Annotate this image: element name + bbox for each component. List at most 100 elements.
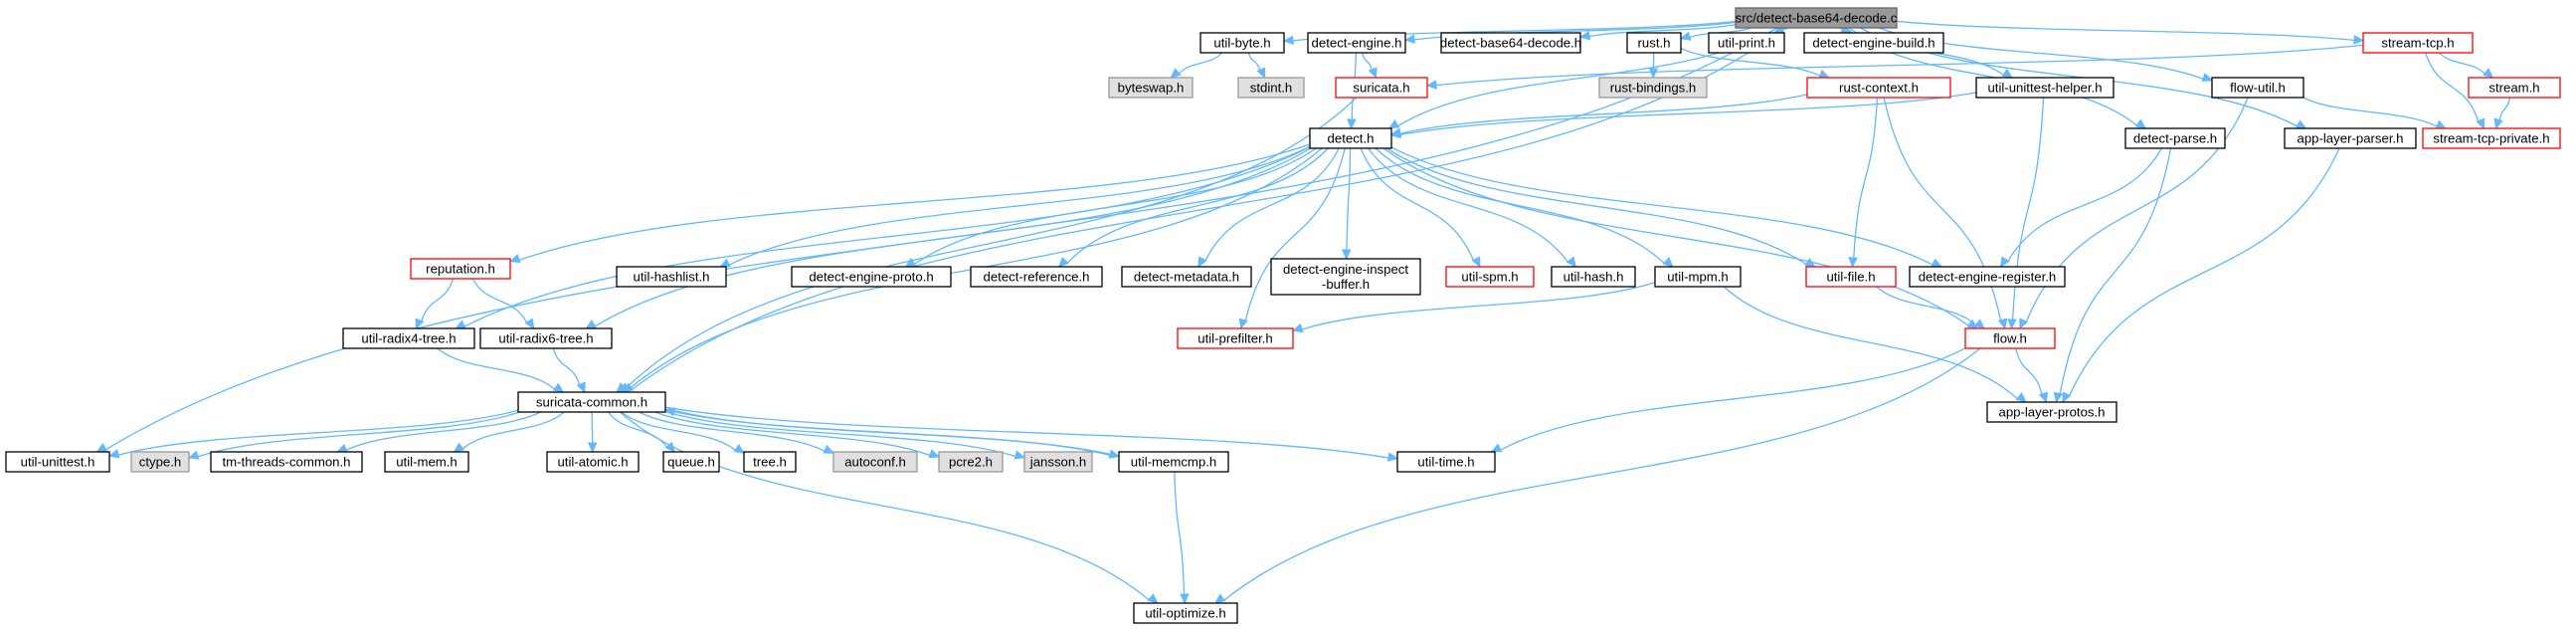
- node-box: [210, 451, 363, 473]
- node-ctype[interactable]: ctype.h: [130, 451, 190, 473]
- node-suricata[interactable]: suricata.h: [1335, 77, 1428, 99]
- edge-arrowhead: [1256, 67, 1266, 80]
- node-detect-engine-inspect-buffer[interactable]: detect-engine-inspect-buffer.h: [1270, 258, 1421, 296]
- node-detect-parse[interactable]: detect-parse.h: [2124, 127, 2226, 149]
- node-util-hashlist[interactable]: util-hashlist.h: [616, 266, 727, 288]
- edge-line: [518, 143, 1311, 262]
- node-box: [546, 451, 640, 473]
- node-detect-b64[interactable]: detect-base64-decode.h: [1440, 32, 1581, 54]
- edge-arrowhead: [2476, 117, 2485, 130]
- node-queue[interactable]: queue.h: [662, 451, 720, 473]
- node-util-optimize[interactable]: util-optimize.h: [1133, 602, 1238, 624]
- edge-reputation-to-util_radix6: [471, 278, 535, 330]
- node-box: [2422, 127, 2561, 149]
- node-label: autoconf.h: [844, 455, 906, 470]
- node-util-time[interactable]: util-time.h: [1396, 451, 1496, 473]
- edge-arrowhead: [2001, 68, 2014, 79]
- node-util-byte[interactable]: util-byte.h: [1199, 32, 1285, 54]
- edge-line: [1361, 52, 1373, 71]
- nodes-layer: src/detect-base64-decode.c util-byte.h det…: [5, 7, 2561, 624]
- edge-arrowhead: [1818, 69, 1830, 79]
- node-label: detect-metadata.h: [1134, 270, 1239, 285]
- node-pcre2[interactable]: pcre2.h: [938, 451, 1004, 473]
- edge-arrowhead: [107, 449, 120, 459]
- node-label: util-hashlist.h: [634, 270, 710, 285]
- edge-line: [1896, 20, 2355, 42]
- node-util-radix4[interactable]: util-radix4-tree.h: [342, 327, 475, 349]
- node-app-layer-protos[interactable]: app-layer-protos.h: [1986, 401, 2117, 423]
- node-box: [2284, 127, 2417, 149]
- edge-detect_parse-to-detect_engine_register: [1999, 147, 2162, 269]
- edge-util_mpm-to-app_layer_protos: [1723, 286, 2027, 403]
- node-util-memcmp[interactable]: util-memcmp.h: [1118, 451, 1229, 473]
- node-util-atomic[interactable]: util-atomic.h: [546, 451, 640, 473]
- edge-arrowhead: [1389, 128, 1402, 139]
- node-label: tm-threads-common.h: [223, 455, 351, 470]
- edge-line: [1066, 147, 1329, 264]
- node-util-unittest-helper[interactable]: util-unittest-helper.h: [1975, 77, 2115, 99]
- node-box: [1335, 77, 1428, 99]
- edge-detect-to-detect_engine_inspect_buffer: [1342, 147, 1352, 261]
- node-tm-threads-common[interactable]: tm-threads-common.h: [210, 451, 363, 473]
- node-box: [2124, 127, 2226, 149]
- node-stream[interactable]: stream.h: [2468, 77, 2561, 99]
- node-util-print[interactable]: util-print.h: [1708, 32, 1785, 54]
- node-util-hash[interactable]: util-hash.h: [1551, 266, 1636, 288]
- edge-util_radix6-to-suricata_common: [552, 347, 586, 394]
- node-flow-util[interactable]: flow-util.h: [2211, 77, 2304, 99]
- edge-arrowhead: [663, 407, 676, 417]
- node-flow[interactable]: flow.h: [1964, 327, 2056, 349]
- node-stream-tcp-private[interactable]: stream-tcp-private.h: [2422, 127, 2561, 149]
- node-app-layer-parser[interactable]: app-layer-parser.h: [2284, 127, 2417, 149]
- edge-arrowhead: [187, 450, 200, 460]
- node-tree[interactable]: tree.h: [743, 451, 797, 473]
- edge-util_byte-to-byteswap: [1170, 52, 1223, 79]
- edge-arrowhead: [928, 449, 941, 459]
- node-stream-tcp[interactable]: stream-tcp.h: [2362, 32, 2474, 54]
- edge-line: [728, 145, 1311, 266]
- edge-detect-to-util_radix6: [585, 147, 1312, 329]
- node-box: [1909, 266, 2066, 288]
- edge-suricata_common-to-queue: [608, 411, 676, 453]
- edge-suricata_common-to-util_optimize: [619, 411, 1159, 604]
- node-detect-metadata[interactable]: detect-metadata.h: [1121, 266, 1252, 288]
- edge-line: [1301, 282, 1656, 330]
- node-util-spm[interactable]: util-spm.h: [1445, 266, 1535, 288]
- edge-line: [621, 411, 736, 451]
- node-box: [1307, 32, 1406, 54]
- edge-line: [1500, 347, 1966, 451]
- node-util-mpm[interactable]: util-mpm.h: [1654, 266, 1742, 288]
- edge-line: [1244, 147, 1346, 321]
- node-util-unittest[interactable]: util-unittest.h: [5, 451, 110, 473]
- node-box: [1118, 451, 1229, 473]
- node-reputation[interactable]: reputation.h: [410, 258, 511, 280]
- node-root[interactable]: src/detect-base64-decode.c: [1735, 7, 1898, 29]
- node-detect-engine-register[interactable]: detect-engine-register.h: [1909, 266, 2066, 288]
- node-stdint[interactable]: stdint.h: [1237, 77, 1305, 99]
- node-rust[interactable]: rust.h: [1626, 32, 1682, 54]
- edge-detect-to-reputation: [508, 143, 1311, 264]
- node-suricata-common[interactable]: suricata-common.h: [517, 391, 666, 413]
- node-label: util-optimize.h: [1145, 606, 1225, 621]
- node-label: rust.h: [1638, 36, 1671, 51]
- node-detect-engine-build[interactable]: detect-engine-build.h: [1803, 32, 1944, 54]
- node-util-radix6[interactable]: util-radix6-tree.h: [479, 327, 613, 349]
- node-detect-reference[interactable]: detect-reference.h: [970, 266, 1103, 288]
- node-util-file[interactable]: util-file.h: [1805, 266, 1897, 288]
- node-autoconf[interactable]: autoconf.h: [832, 451, 918, 473]
- node-label: detect-parse.h: [2133, 131, 2217, 146]
- node-util-mem[interactable]: util-mem.h: [384, 451, 469, 473]
- node-rust-context[interactable]: rust-context.h: [1806, 77, 1951, 99]
- node-byteswap[interactable]: byteswap.h: [1108, 77, 1194, 99]
- node-jansson[interactable]: jansson.h: [1023, 451, 1093, 473]
- node-detect-engine-proto[interactable]: detect-engine-proto.h: [791, 266, 952, 288]
- node-util-prefilter[interactable]: util-prefilter.h: [1177, 327, 1294, 349]
- edge-line: [632, 27, 1785, 390]
- node-label: tree.h: [753, 455, 787, 470]
- edge-arrowhead: [2007, 318, 2017, 330]
- node-detect[interactable]: detect.h: [1309, 127, 1392, 149]
- edge-line: [1174, 471, 1186, 595]
- node-rust-bindings[interactable]: rust-bindings.h: [1598, 77, 1708, 99]
- node-detect-engine[interactable]: detect-engine.h: [1307, 32, 1406, 54]
- node-box: [1237, 77, 1305, 99]
